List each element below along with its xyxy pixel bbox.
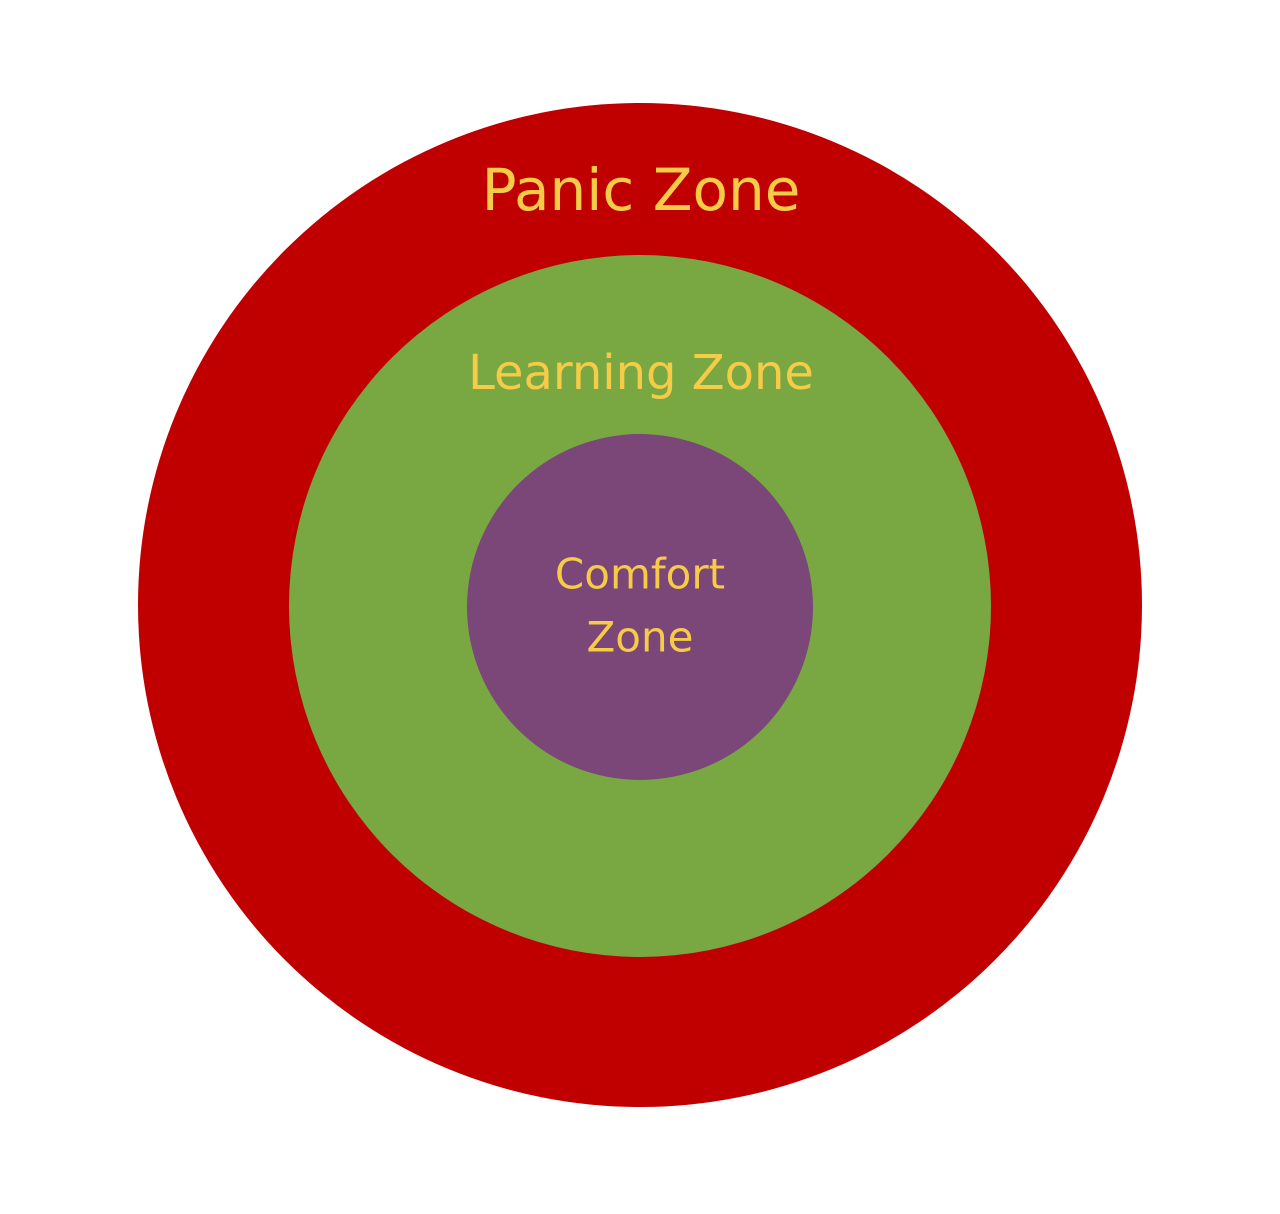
panic-zone-label: Panic Zone <box>482 156 801 224</box>
comfort-zone-circle <box>467 434 813 780</box>
comfort-zone-label-line1: Comfort <box>555 550 725 599</box>
comfort-zone-label-line2: Zone <box>587 613 694 662</box>
learning-zone-label: Learning Zone <box>468 345 814 401</box>
